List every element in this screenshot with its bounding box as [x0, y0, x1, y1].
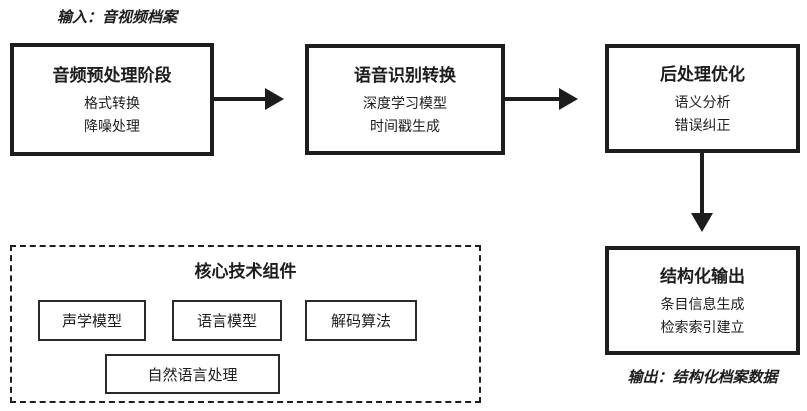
- arrow-right-icon: [214, 88, 284, 110]
- stage-item: 错误纠正: [674, 117, 731, 134]
- arrow-right-icon: [505, 88, 578, 110]
- component-box-language-model: 语言模型: [172, 300, 282, 341]
- stage-title: 结构化输出: [660, 267, 745, 288]
- stage-title: 后处理优化: [660, 65, 745, 86]
- stage-item: 条目信息生成: [660, 297, 745, 314]
- output-label: 输出：结构化档案数据: [627, 368, 778, 386]
- core-components-title: 核心技术组件: [194, 262, 297, 282]
- component-label: 自然语言处理: [147, 365, 238, 384]
- stage-item: 时间戳生成: [370, 118, 440, 135]
- arrow-head: [559, 88, 578, 110]
- arrow-shaft: [214, 97, 265, 101]
- arrow-shaft: [700, 153, 704, 213]
- component-box-decoding-algorithm: 解码算法: [305, 300, 417, 341]
- arrow-shaft: [505, 97, 559, 101]
- component-label: 解码算法: [330, 312, 391, 330]
- arrow-head: [691, 213, 713, 232]
- component-box-acoustic-model: 声学模型: [38, 300, 146, 341]
- component-box-nlp: 自然语言处理: [105, 354, 280, 394]
- stage-box-postprocessing: 后处理优化 语义分析 错误纠正: [605, 44, 800, 153]
- stage-item: 语义分析: [674, 95, 731, 112]
- arrow-down-icon: [691, 153, 713, 232]
- stage-item: 检索索引建立: [660, 319, 745, 336]
- stage-box-audio-preprocessing: 音频预处理阶段 格式转换 降噪处理: [10, 43, 214, 156]
- stage-title: 语音识别转换: [354, 66, 456, 87]
- stage-item: 深度学习模型: [363, 96, 447, 113]
- component-label: 声学模型: [61, 312, 122, 330]
- stage-item: 降噪处理: [84, 118, 140, 135]
- component-label: 语言模型: [196, 312, 257, 330]
- stage-item: 格式转换: [84, 96, 140, 113]
- input-label: 输入：音视频档案: [57, 8, 178, 26]
- stage-box-structured-output: 结构化输出 条目信息生成 检索索引建立: [605, 246, 800, 355]
- stage-title: 音频预处理阶段: [52, 66, 172, 87]
- arrow-head: [265, 88, 284, 110]
- stage-box-speech-recognition: 语音识别转换 深度学习模型 时间戳生成: [305, 44, 505, 155]
